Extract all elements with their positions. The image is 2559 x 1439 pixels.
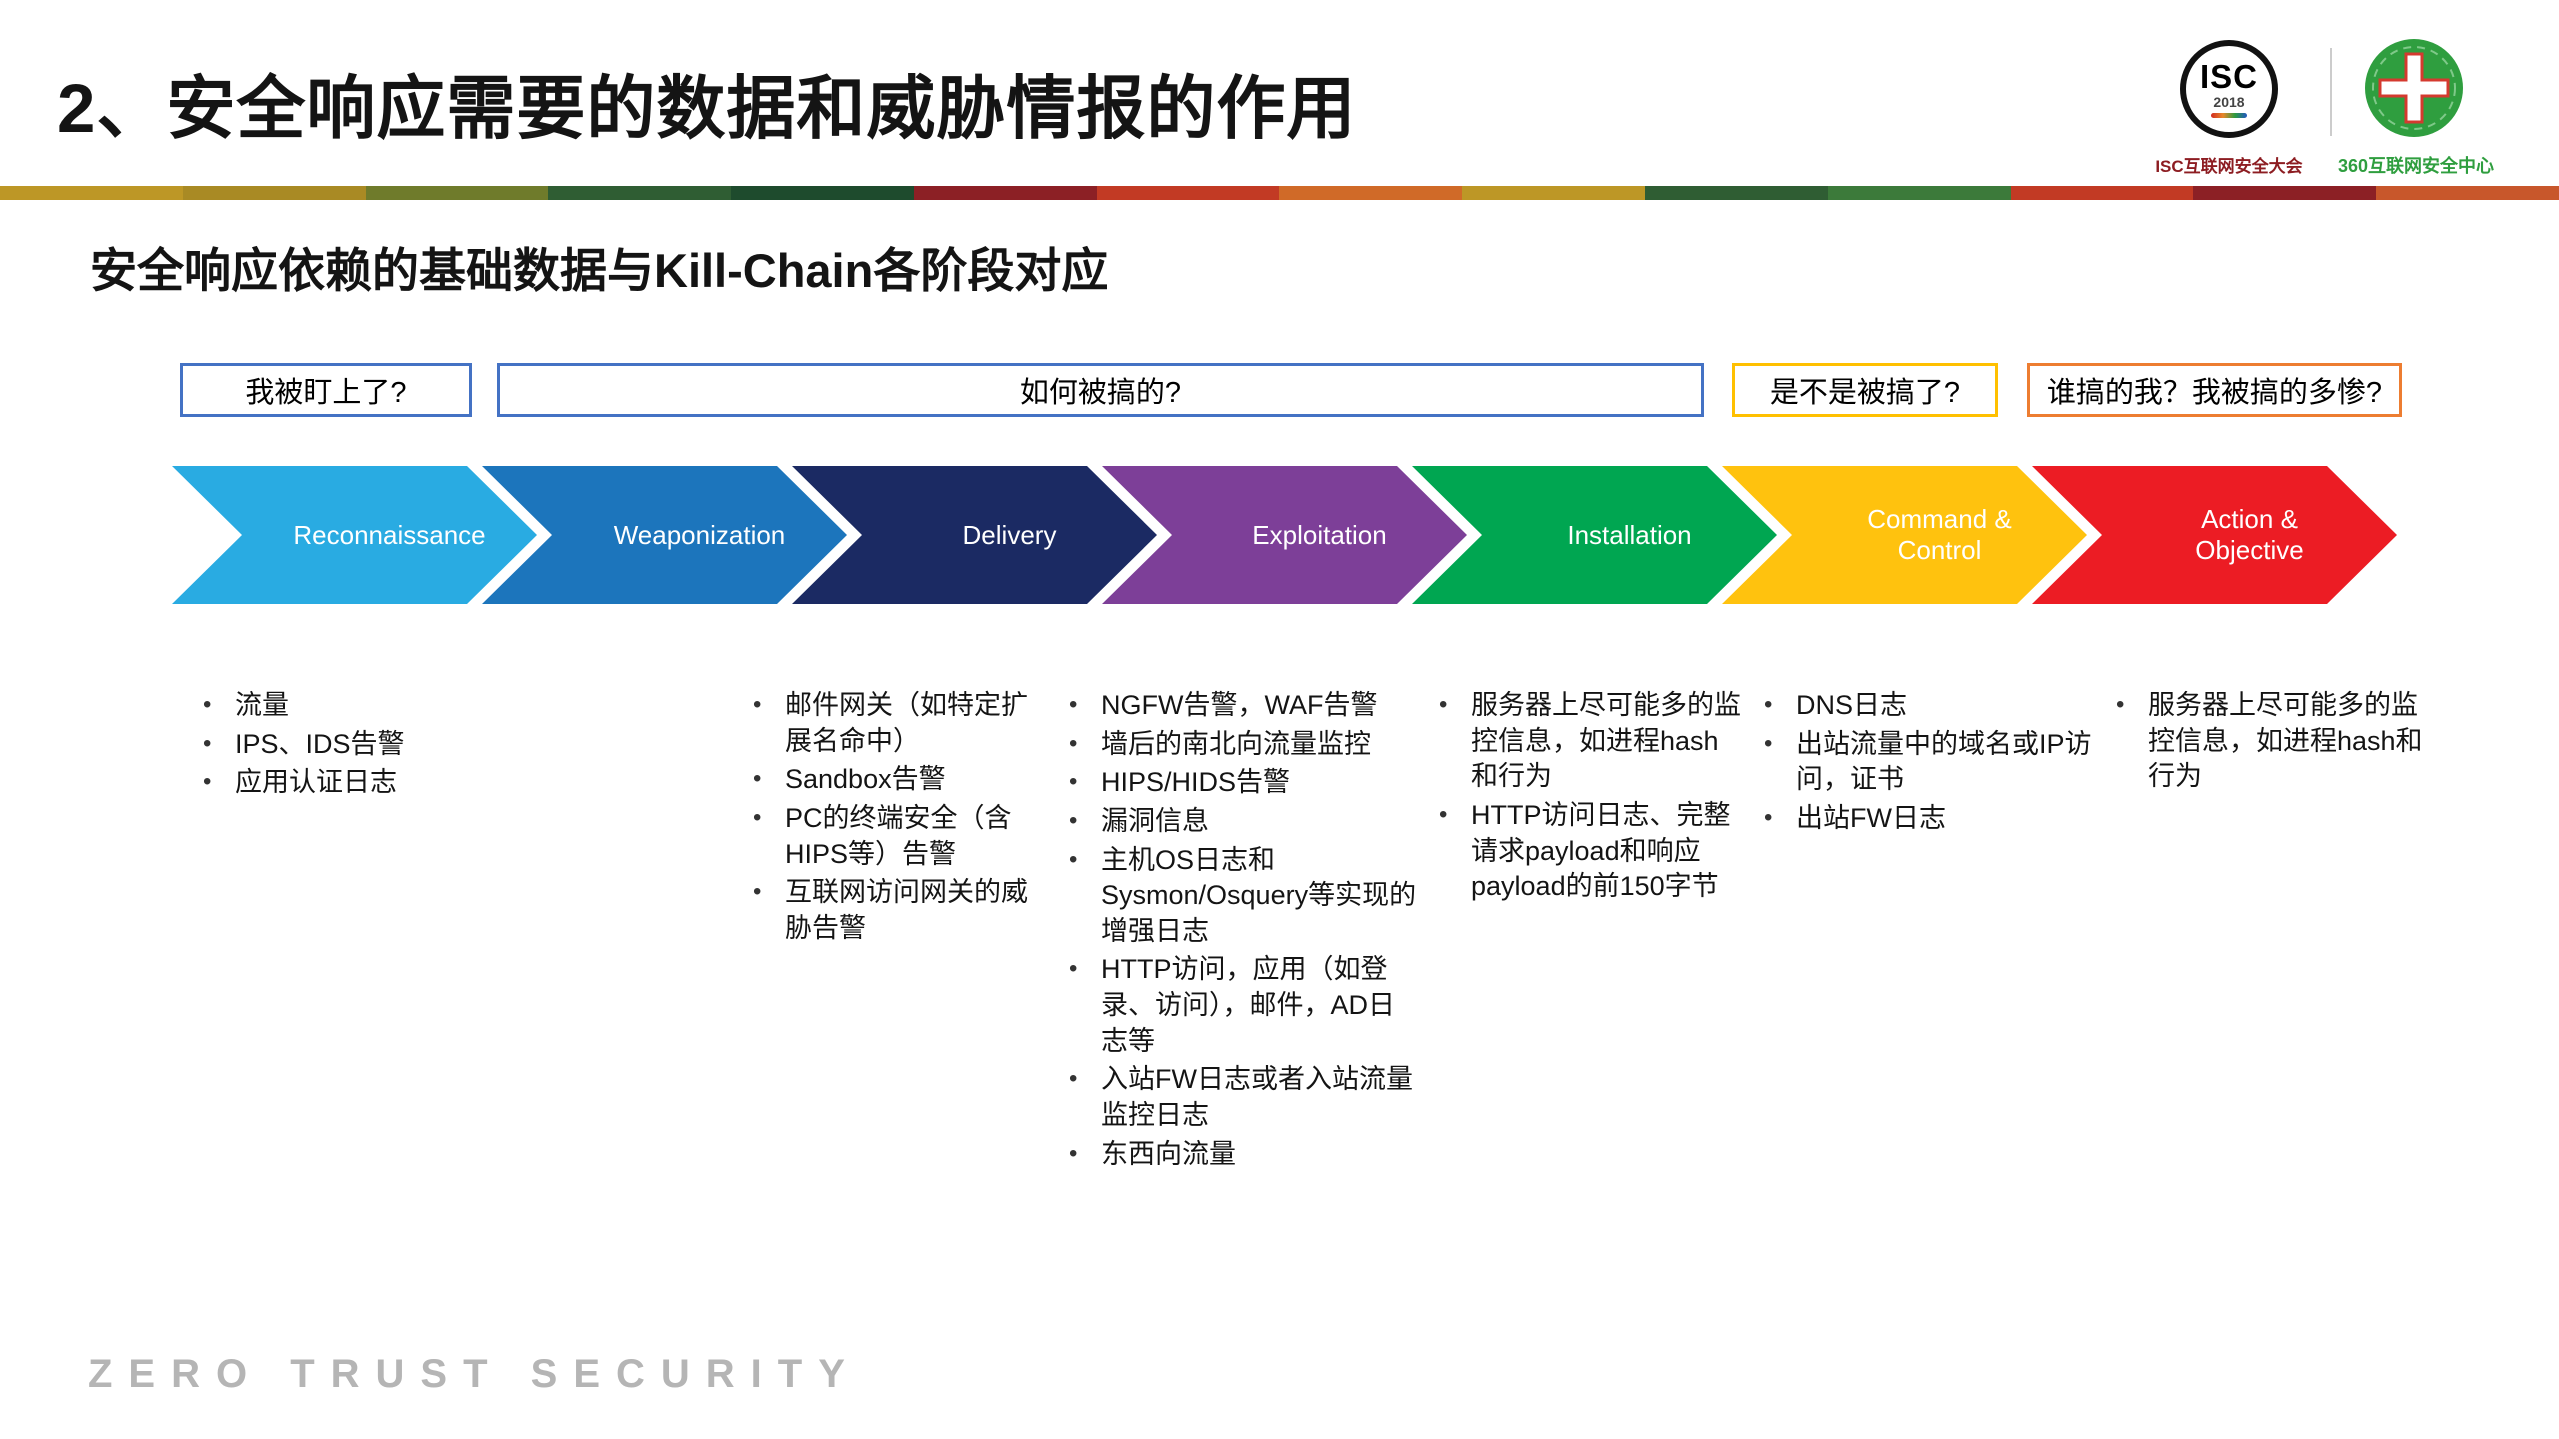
stage-label: Installation xyxy=(1567,519,1692,550)
data-item: 服务器上尽可能多的监控信息，如进程hash和行为 xyxy=(2110,688,2432,795)
strip-segment xyxy=(1645,186,1828,200)
strip-segment xyxy=(2010,186,2194,200)
data-item: HTTP访问日志、完整请求payload和响应payload的前150字节 xyxy=(1433,798,1745,905)
stage-label: Action & Objective xyxy=(2195,504,2304,565)
strip-segment xyxy=(365,186,549,200)
killchain-row: Reconnaissance Weaponization Delivery Explo… xyxy=(0,466,2559,604)
question-row: 我被盯上了? 如何被搞的? 是不是被搞了? 谁搞的我？我被搞的多惨? xyxy=(0,363,2559,417)
section-subtitle: 安全响应依赖的基础数据与Kill-Chain各阶段对应 xyxy=(90,244,1109,297)
data-column-action-objective: 服务器上尽可能多的监控信息，如进程hash和行为 xyxy=(2110,688,2432,798)
isc-logo-year: 2018 xyxy=(2213,94,2245,110)
data-item: 入站FW日志或者入站流量监控日志 xyxy=(1063,1062,1417,1133)
isc-caption: ISC互联网安全大会 xyxy=(2155,157,2303,176)
isc-rainbow-arc xyxy=(2211,113,2247,118)
qihoo-360-caption: 360互联网安全中心 xyxy=(2337,156,2495,176)
strip-segment xyxy=(1462,186,1646,200)
data-item: HIPS/HIDS告警 xyxy=(1063,765,1417,801)
strip-segment xyxy=(2193,186,2377,200)
data-item: 邮件网关（如特定扩展名命中） xyxy=(747,688,1049,759)
logo-divider xyxy=(2330,48,2332,136)
killchain-stage-weaponization: Weaponization xyxy=(482,466,847,604)
stage-label: Command & Control xyxy=(1867,504,2012,565)
question-box-0: 我被盯上了? xyxy=(180,363,472,417)
strip-segment xyxy=(2376,186,2559,200)
data-columns: 流量IPS、IDS告警应用认证日志 邮件网关（如特定扩展名命中）Sandbox告警… xyxy=(0,688,2559,1248)
decor-strip xyxy=(0,186,2559,200)
killchain-stage-action-objective: Action & Objective xyxy=(2032,466,2397,604)
data-item: DNS日志 xyxy=(1758,688,2092,724)
data-column-exploitation: NGFW告警，WAF告警墙后的南北向流量监控HIPS/HIDS告警漏洞信息主机O… xyxy=(1063,688,1417,1175)
data-item: HTTP访问，应用（如登录、访问），邮件，AD日志等 xyxy=(1063,952,1417,1059)
question-box-3: 谁搞的我？我被搞的多惨? xyxy=(2027,363,2402,417)
strip-segment xyxy=(1279,186,1463,200)
stage-label: Weaponization xyxy=(613,519,786,550)
strip-segment xyxy=(731,186,914,200)
stage-label: Delivery xyxy=(962,519,1057,550)
footer-watermark: ZERO TRUST SECURITY xyxy=(88,1352,861,1396)
data-item: 应用认证日志 xyxy=(197,765,497,801)
data-item: 漏洞信息 xyxy=(1063,804,1417,840)
data-item: 东西向流量 xyxy=(1063,1137,1417,1173)
question-box-2: 是不是被搞了? xyxy=(1732,363,1998,417)
data-item: NGFW告警，WAF告警 xyxy=(1063,688,1417,724)
green-cross-icon xyxy=(2364,39,2464,142)
isc-logo-text: ISC xyxy=(2199,58,2258,95)
strip-segment xyxy=(548,186,732,200)
stage-label: Reconnaissance xyxy=(293,519,486,550)
data-column-delivery: 邮件网关（如特定扩展名命中）Sandbox告警PC的终端安全（含HIPS等）告警… xyxy=(747,688,1049,949)
strip-segment xyxy=(0,186,183,200)
data-column-reconnaissance: 流量IPS、IDS告警应用认证日志 xyxy=(197,688,497,804)
data-column-command-control: DNS日志出站流量中的域名或IP访问，证书出站FW日志 xyxy=(1758,688,2092,840)
data-column-installation: 服务器上尽可能多的监控信息，如进程hash和行为HTTP访问日志、完整请求pay… xyxy=(1433,688,1745,908)
strip-segment xyxy=(182,186,366,200)
data-item: 主机OS日志和Sysmon/Osquery等实现的增强日志 xyxy=(1063,843,1417,950)
data-item: 服务器上尽可能多的监控信息，如进程hash和行为 xyxy=(1433,688,1745,795)
data-item: Sandbox告警 xyxy=(747,762,1049,798)
question-box-1: 如何被搞的? xyxy=(497,363,1704,417)
strip-segment xyxy=(1096,186,1280,200)
data-item: IPS、IDS告警 xyxy=(197,727,497,763)
strip-segment xyxy=(1827,186,2011,200)
strip-segment xyxy=(913,186,1097,200)
data-item: 互联网访问网关的威胁告警 xyxy=(747,875,1049,946)
data-item: 出站FW日志 xyxy=(1758,801,2092,837)
page-title: 2、安全响应需要的数据和威胁情报的作用 xyxy=(57,70,1357,147)
qihoo-360-logo xyxy=(2364,38,2464,138)
data-item: 流量 xyxy=(197,688,497,724)
killchain-stage-reconnaissance: Reconnaissance xyxy=(172,466,537,604)
data-item: 出站流量中的域名或IP访问，证书 xyxy=(1758,727,2092,798)
data-item: PC的终端安全（含HIPS等）告警 xyxy=(747,801,1049,872)
stage-label: Exploitation xyxy=(1252,519,1387,550)
data-item: 墙后的南北向流量监控 xyxy=(1063,727,1417,763)
isc-logo: ISC 2018 xyxy=(2180,40,2278,138)
